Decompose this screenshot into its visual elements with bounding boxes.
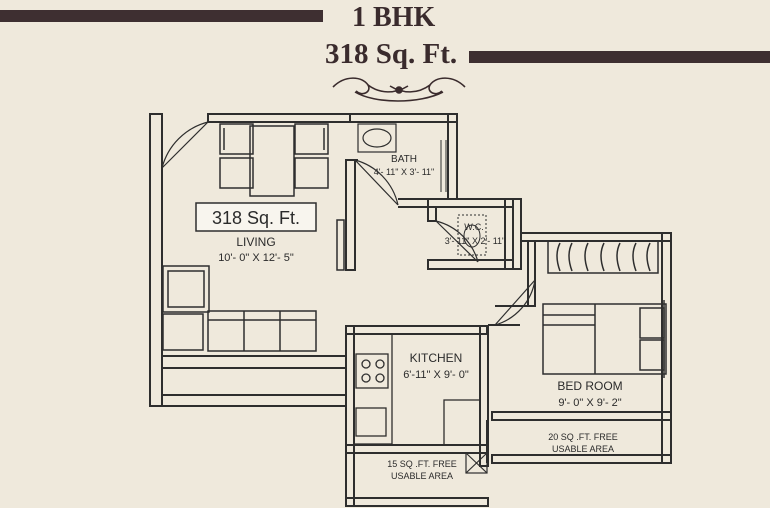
- wc-door-icon: [435, 220, 479, 263]
- wardrobe-icon: [547, 240, 659, 274]
- wc-label: W.C.: [464, 222, 484, 232]
- header-rule-right: [469, 51, 770, 63]
- counter-icon: [353, 333, 481, 446]
- tv-unit-icon: [336, 219, 345, 271]
- kitchen-free-area-line1: 15 SQ .FT. FREE: [387, 459, 457, 469]
- sofa-icon: [162, 265, 317, 352]
- bedroom-label: BED ROOM: [557, 379, 622, 393]
- washbasin-icon: [357, 123, 397, 153]
- plan-title: 1 BHK: [352, 2, 436, 33]
- ornament-flourish-icon: [332, 77, 466, 102]
- entrance-door-icon: [161, 121, 209, 169]
- dining-table-icon: [219, 123, 329, 197]
- sink-icon: [355, 407, 387, 437]
- wc-toilet-icon: [457, 214, 487, 256]
- bedroom-size: 9'- 0" X 9'- 2": [558, 397, 621, 409]
- kitchen-label: KITCHEN: [410, 351, 463, 365]
- bed-icon: [542, 300, 667, 378]
- bedroom-free-area-line2: USABLE AREA: [552, 444, 614, 454]
- plan-area-heading: 318 Sq. Ft.: [325, 38, 458, 70]
- header-rule-left: [0, 10, 323, 22]
- shower-icon: [440, 140, 447, 192]
- stove-icon: [355, 353, 389, 389]
- kitchen-free-area-line2: USABLE AREA: [391, 471, 453, 481]
- living-size: 10'- 0" X 12'- 5": [218, 252, 294, 264]
- bedroom-free-area-line1: 20 SQ .FT. FREE: [548, 432, 618, 442]
- walls: [149, 113, 672, 507]
- bedroom-door-icon: [494, 279, 536, 326]
- doors: [161, 121, 536, 326]
- area-box: [195, 202, 317, 232]
- wc-size: 3'- 11" X 2'- 11": [445, 236, 506, 246]
- area-box-text: 318 Sq. Ft.: [212, 208, 300, 228]
- living-label: LIVING: [236, 235, 275, 249]
- bath-door-icon: [354, 159, 399, 206]
- kitchen-size: 6'-11" X 9'- 0": [403, 369, 469, 381]
- utility-shaft-icon: [465, 452, 488, 474]
- bath-label: BATH: [391, 154, 417, 165]
- bath-size: 4'- 11" X 3'- 11": [374, 167, 435, 177]
